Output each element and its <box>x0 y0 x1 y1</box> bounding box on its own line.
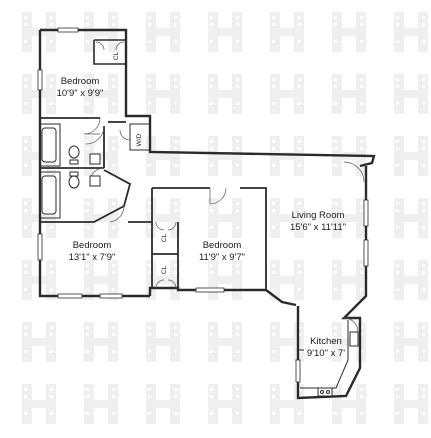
bedroom-top-dims: 10'9" x 9'9" <box>57 88 104 99</box>
washer-dryer-label: W/D <box>136 133 143 146</box>
closet-top-label: CL <box>113 51 120 60</box>
bedroom-mid-dims: 11'9" x 9'7" <box>199 252 245 263</box>
windows <box>37 27 369 383</box>
closet-mid-upper-label: CL <box>161 233 168 242</box>
bath-fixtures <box>41 127 359 397</box>
bedroom-top-name: Bedroom <box>61 76 100 87</box>
kitchen-sink-icon <box>349 331 359 347</box>
kitchen-name: Kitchen <box>310 336 342 347</box>
bedroom-left-name: Bedroom <box>73 240 112 251</box>
bedroom-left-dims: 13'1" x 7'9" <box>69 252 116 263</box>
kitchen-dims: 9'10" x 7' <box>307 348 345 359</box>
living-room-name: Living Room <box>292 210 345 221</box>
kitchen-range-icon <box>317 387 333 397</box>
closet-mid-lower-label: CL <box>161 265 168 274</box>
living-room-dims: 15'6" x 11'11" <box>290 222 346 233</box>
walls <box>38 28 376 400</box>
bedroom-mid-name: Bedroom <box>203 240 242 251</box>
door-swings <box>83 41 365 333</box>
